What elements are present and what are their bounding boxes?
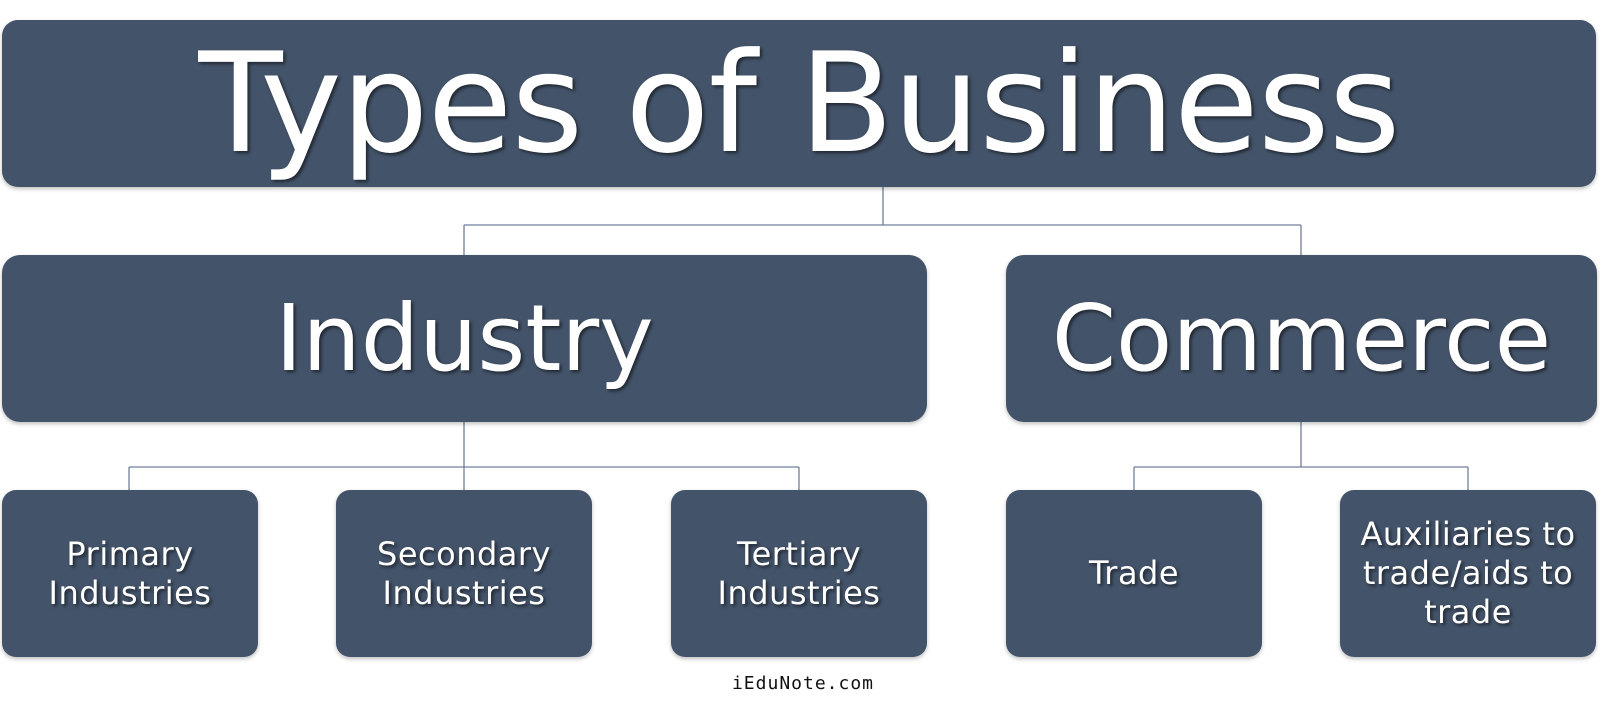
secondary-industries-node: Secondary Industries: [336, 490, 592, 657]
commerce-node: Commerce: [1006, 255, 1597, 422]
commerce-label: Commerce: [1051, 284, 1552, 392]
industry-node: Industry: [2, 255, 927, 422]
industry-label: Industry: [275, 284, 654, 392]
trade-node: Trade: [1006, 490, 1262, 657]
secondary-industries-label: Secondary Industries: [377, 534, 551, 612]
watermark-text: iEduNote.com: [731, 673, 875, 694]
trade-label: Trade: [1088, 554, 1180, 592]
root-node: Types of Business: [2, 20, 1596, 187]
primary-industries-node: Primary Industries: [2, 490, 258, 657]
auxiliaries-to-trade-label: Auxiliaries to trade/aids to trade: [1360, 515, 1576, 631]
root-label: Types of Business: [198, 22, 1400, 184]
primary-industries-label: Primary Industries: [48, 534, 212, 612]
auxiliaries-to-trade-node: Auxiliaries to trade/aids to trade: [1340, 490, 1596, 657]
tertiary-industries-node: Tertiary Industries: [671, 490, 927, 657]
tertiary-industries-label: Tertiary Industries: [717, 534, 881, 612]
